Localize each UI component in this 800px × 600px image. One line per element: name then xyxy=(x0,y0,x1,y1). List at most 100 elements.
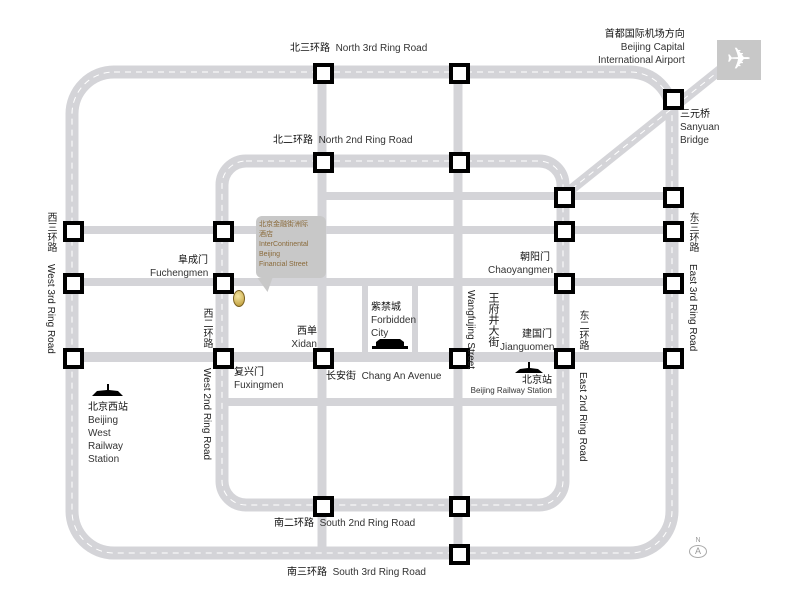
interchange-node xyxy=(213,348,234,369)
changan-cn: 长安街 xyxy=(326,371,356,382)
west2-en: West 2nd Ring Road xyxy=(201,368,212,461)
fuchengmen-en: Fuchengmen xyxy=(150,268,209,279)
railway-station-icon xyxy=(90,384,126,401)
interchange-node xyxy=(663,221,684,242)
weststation-en1: Beijing xyxy=(88,415,119,426)
interchange-node xyxy=(554,187,575,208)
forbidden-city-icon xyxy=(370,336,410,350)
beijing-west-station-label: 北京西站 Beijing West Railway Station xyxy=(88,401,128,466)
beijing-station-label: 北京站 Beijing Railway Station xyxy=(466,376,552,396)
chaoyangmen-label: 朝阳门 Chaoyangmen xyxy=(488,251,554,277)
interchange-node xyxy=(313,348,334,369)
jianguomen-cn: 建国门 xyxy=(522,329,552,340)
west2-cn: 西二环路 xyxy=(201,308,212,348)
interchange-node xyxy=(449,496,470,517)
west3-en: West 3rd Ring Road xyxy=(45,264,56,354)
xidan-cn: 西单 xyxy=(297,326,317,337)
west3-cn: 西三环路 xyxy=(45,212,56,252)
interchange-node xyxy=(663,348,684,369)
interchange-node xyxy=(313,496,334,517)
bjstation-cn: 北京站 xyxy=(522,375,552,386)
interchange-node xyxy=(449,63,470,84)
sanyuan-en1: Sanyuan xyxy=(680,122,720,133)
airport-en1: Beijing Capital xyxy=(620,42,685,53)
compass-n: N xyxy=(695,537,701,544)
north3-en: North 3rd Ring Road xyxy=(335,43,428,54)
interchange-node xyxy=(449,544,470,565)
interchange-node xyxy=(213,221,234,242)
chaoyangmen-en: Chaoyangmen xyxy=(488,265,554,276)
hotel-callout[interactable]: 北京金融街洲际 酒店 InterContinental Beijing Fina… xyxy=(256,216,326,278)
fuxingmen-cn: 复兴门 xyxy=(234,367,264,378)
airport-label: 首都国际机场方向 Beijing Capital International A… xyxy=(598,28,685,67)
plane-icon: ✈ xyxy=(717,40,761,80)
south3-en: South 3rd Ring Road xyxy=(332,567,426,578)
airport-en2: International Airport xyxy=(598,55,685,66)
forbidden-en1: Forbidden xyxy=(371,315,417,326)
south-2nd-ring-label: 南二环路 South 2nd Ring Road xyxy=(274,517,415,530)
chang-an-label: 长安街 Chang An Avenue xyxy=(326,370,441,383)
interchange-node xyxy=(63,221,84,242)
jianguomen-en: Jianguomen xyxy=(500,342,555,353)
south3-cn: 南三环路 xyxy=(287,567,327,578)
hotel-pin-icon[interactable] xyxy=(233,290,245,307)
weststation-en3: Railway xyxy=(88,441,124,452)
interchange-node xyxy=(663,273,684,294)
railway-station-icon xyxy=(513,362,545,379)
fuxingmen-en: Fuxingmen xyxy=(234,380,284,391)
south2-en: South 2nd Ring Road xyxy=(319,518,416,529)
interchange-node xyxy=(213,273,234,294)
weststation-en4: Station xyxy=(88,454,120,465)
changan-en: Chang An Avenue xyxy=(361,371,442,382)
sanyuan-cn: 三元桥 xyxy=(680,109,710,120)
interchange-node xyxy=(313,63,334,84)
wangfujing-en: Wangfujing Street xyxy=(465,290,476,370)
north2-cn: 北二环路 xyxy=(273,135,313,146)
weststation-cn: 北京西站 xyxy=(88,402,128,413)
north3-cn: 北三环路 xyxy=(290,43,330,54)
east2-cn: 东二环路 xyxy=(577,310,588,350)
sanyuan-en2: Bridge xyxy=(680,135,709,146)
xidan-en: Xidan xyxy=(291,339,317,350)
hotel-en2: Beijing xyxy=(259,251,281,258)
north-compass: N A xyxy=(688,537,708,558)
interchange-node xyxy=(449,152,470,173)
forbidden-en2: City xyxy=(371,328,389,339)
fuchengmen-label: 阜成门 Fuchengmen xyxy=(150,254,208,280)
interchange-node xyxy=(449,348,470,369)
interchange-node xyxy=(554,273,575,294)
weststation-en2: West xyxy=(88,428,111,439)
hotel-cn2: 酒店 xyxy=(259,231,273,238)
jianguomen-label: 建国门 Jianguomen xyxy=(500,328,555,354)
north-3rd-ring-label: 北三环路 North 3rd Ring Road xyxy=(290,42,427,55)
xidan-label: 西单 Xidan xyxy=(280,325,317,351)
wangfujing-cn: 王府井大街 xyxy=(487,292,500,347)
south-3rd-ring-label: 南三环路 South 3rd Ring Road xyxy=(287,566,426,579)
interchange-node xyxy=(663,187,684,208)
east2-en: East 2nd Ring Road xyxy=(577,372,588,462)
south2-cn: 南二环路 xyxy=(274,518,314,529)
sanyuan-label: 三元桥 Sanyuan Bridge xyxy=(680,108,719,147)
forbidden-cn: 紫禁城 xyxy=(371,302,401,313)
bjstation-en: Beijing Railway Station xyxy=(470,386,552,395)
interchange-node xyxy=(63,273,84,294)
interchange-node xyxy=(554,348,575,369)
forbidden-city-label: 紫禁城 Forbidden City xyxy=(371,301,416,340)
compass-a: A xyxy=(689,545,707,558)
hotel-en1: InterContinental xyxy=(259,241,309,248)
east3-cn: 东三环路 xyxy=(687,212,698,252)
interchange-node xyxy=(313,152,334,173)
interchange-node xyxy=(554,221,575,242)
chaoyangmen-cn: 朝阳门 xyxy=(520,252,550,263)
fuxingmen-label: 复兴门 Fuxingmen xyxy=(234,366,283,392)
east3-en: East 3rd Ring Road xyxy=(687,264,698,352)
interchange-node xyxy=(663,89,684,110)
airport-cn: 首都国际机场方向 xyxy=(604,29,685,40)
north2-en: North 2nd Ring Road xyxy=(318,135,413,146)
fuchengmen-cn: 阜成门 xyxy=(178,255,208,266)
north-2nd-ring-label: 北二环路 North 2nd Ring Road xyxy=(273,134,413,147)
interchange-node xyxy=(63,348,84,369)
hotel-en3: Financial Street xyxy=(259,261,308,268)
